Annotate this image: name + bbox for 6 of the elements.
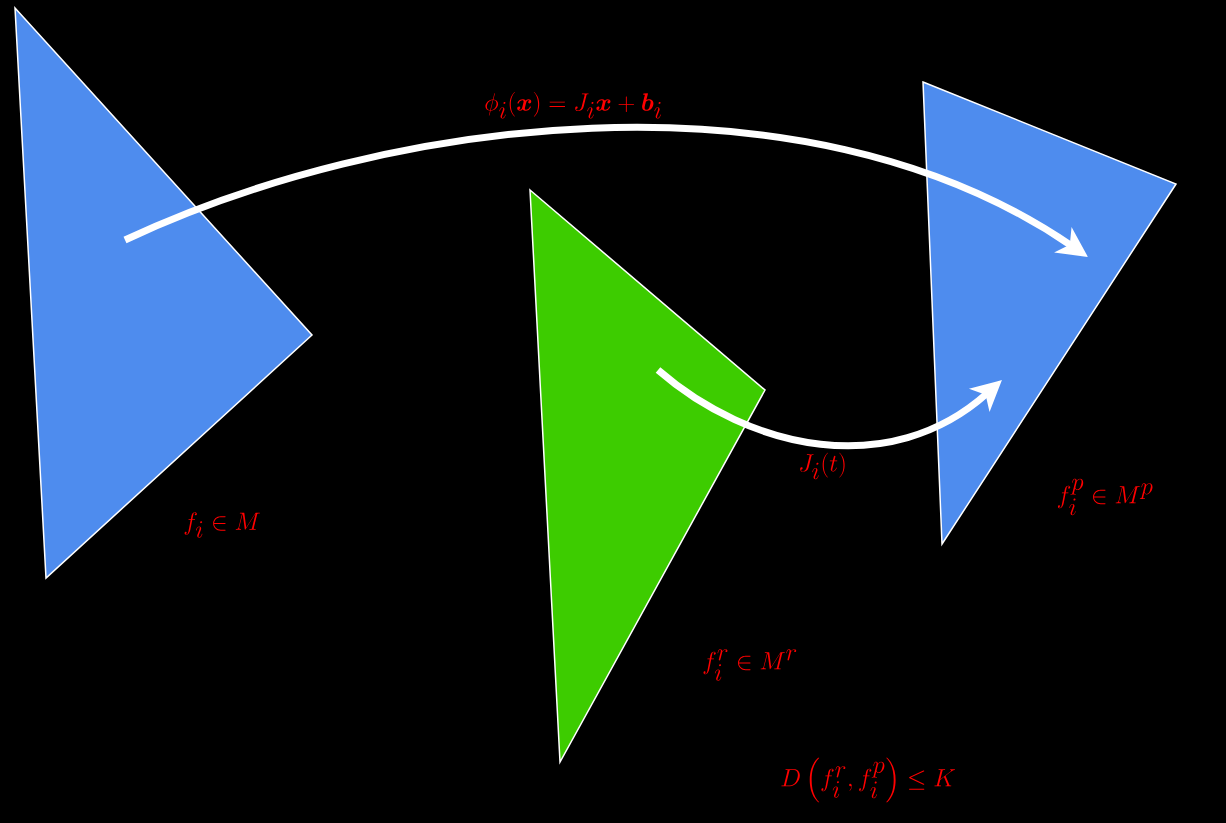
edge-label: $\phi_i(\boldsymbol{x}) = J_i\boldsymbol{x} + \boldsymbol{b}_i$	[485, 91, 661, 119]
formula-label: $D\left(f_i^r, f_i^p\right) \leq K$	[781, 757, 955, 803]
formula-label: $f_i \in M$	[184, 512, 260, 538]
formula-label: $f_i^r \in M^r$	[703, 649, 797, 681]
edge-label: $J_i(t)$	[800, 452, 845, 480]
formula-label: $f_i^p \in M^p$	[1057, 478, 1153, 516]
